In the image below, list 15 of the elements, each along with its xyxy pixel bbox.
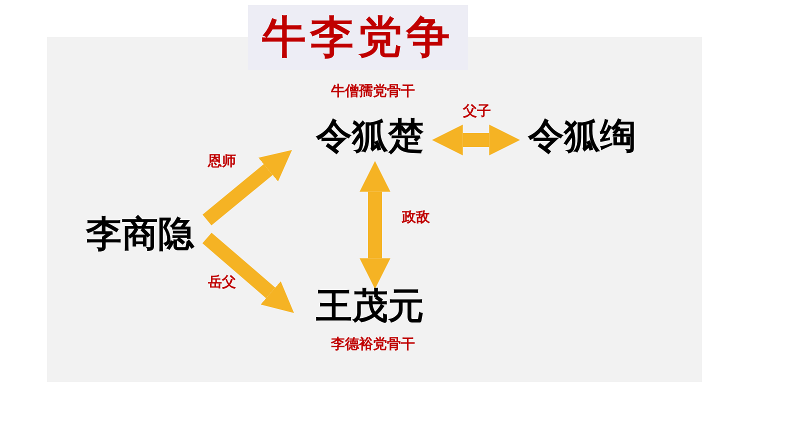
person-name: 令狐绹 <box>528 117 636 157</box>
block-arrow <box>432 124 520 156</box>
edge-label: 父子 <box>463 104 491 120</box>
block-arrow <box>202 150 292 226</box>
edge-label: 岳父 <box>208 275 236 291</box>
person-name: 李商隐 <box>86 215 194 255</box>
block-arrow <box>360 161 390 289</box>
edge-label: 恩师 <box>208 154 236 170</box>
role-label: 牛僧孺党骨干 <box>331 84 415 100</box>
block-arrow <box>202 232 294 313</box>
person-name: 王茂元 <box>316 287 424 327</box>
role-label: 李德裕党骨干 <box>331 337 415 353</box>
title-banner: 牛李党争 <box>248 5 468 70</box>
edge-label: 政敌 <box>402 210 430 226</box>
person-name: 令狐楚 <box>316 117 424 157</box>
